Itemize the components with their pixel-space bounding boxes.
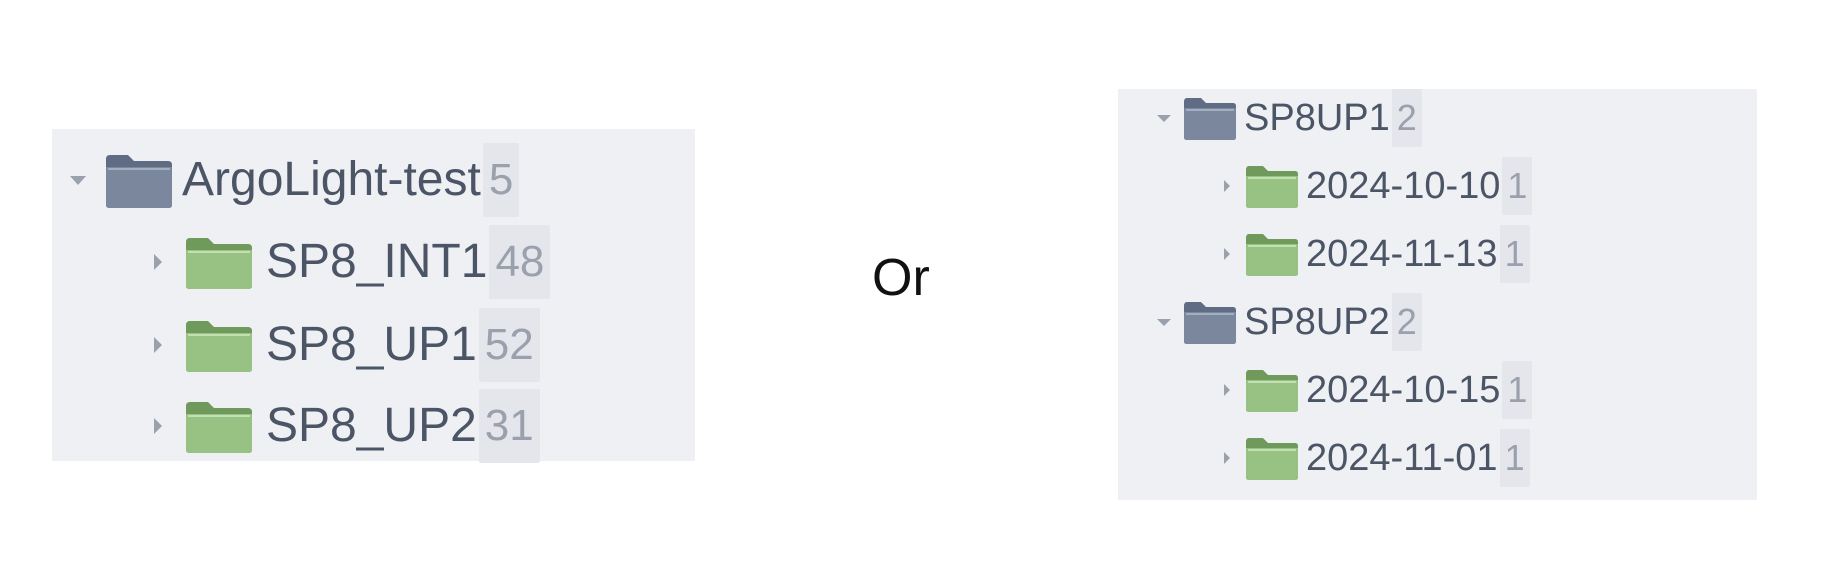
tree-node-group[interactable]: SP8UP1 2 <box>1152 89 1422 147</box>
child-count-badge: 52 <box>478 308 540 382</box>
tree-node-label: SP8_INT1 <box>266 235 488 288</box>
folder-icon <box>1182 299 1238 345</box>
folder-icon <box>1244 435 1300 481</box>
folder-icon <box>1244 367 1300 413</box>
folder-icon <box>1244 231 1300 277</box>
child-count-badge: 1 <box>1499 429 1530 487</box>
tree-node-root[interactable]: ArgoLight-test 5 <box>62 143 520 217</box>
tree-node-child[interactable]: 2024-11-01 1 <box>1220 429 1530 487</box>
tree-node-child[interactable]: 2024-10-10 1 <box>1220 157 1533 215</box>
collapsed-caret-icon[interactable] <box>1220 176 1234 196</box>
tree-node-child[interactable]: 2024-11-13 1 <box>1220 225 1530 283</box>
child-count-badge: 1 <box>1499 225 1530 283</box>
child-count-badge: 5 <box>482 143 520 217</box>
tree-node-label: 2024-11-13 <box>1306 233 1498 275</box>
tree-node-label: 2024-10-10 <box>1306 165 1501 207</box>
child-count-badge: 31 <box>478 389 540 463</box>
child-count-badge: 2 <box>1391 89 1422 147</box>
folder-icon <box>104 151 174 209</box>
tree-node-child[interactable]: 2024-10-15 1 <box>1220 361 1533 419</box>
tree-node-child[interactable]: SP8_UP2 31 <box>150 389 540 463</box>
tree-node-label: SP8_UP1 <box>266 318 477 371</box>
or-separator-text: Or <box>872 249 930 307</box>
folder-icon <box>184 317 254 373</box>
child-count-badge: 1 <box>1502 361 1533 419</box>
tree-node-label: 2024-11-01 <box>1306 437 1498 479</box>
collapsed-caret-icon[interactable] <box>150 250 166 274</box>
tree-node-child[interactable]: SP8_UP1 52 <box>150 308 540 382</box>
folder-icon <box>184 398 254 454</box>
tree-node-child[interactable]: SP8_INT1 48 <box>150 225 551 299</box>
expanded-caret-icon[interactable] <box>1152 110 1176 126</box>
collapsed-caret-icon[interactable] <box>1220 448 1234 468</box>
folder-icon <box>1244 163 1300 209</box>
tree-node-label: 2024-10-15 <box>1306 369 1501 411</box>
folder-icon <box>1182 95 1238 141</box>
collapsed-caret-icon[interactable] <box>150 333 166 357</box>
tree-node-label: SP8_UP2 <box>266 399 477 452</box>
folder-icon <box>184 234 254 290</box>
child-count-badge: 48 <box>489 225 551 299</box>
collapsed-caret-icon[interactable] <box>1220 244 1234 264</box>
tree-node-label: SP8UP2 <box>1244 301 1390 343</box>
expanded-caret-icon[interactable] <box>1152 314 1176 330</box>
collapsed-caret-icon[interactable] <box>1220 380 1234 400</box>
tree-node-label: ArgoLight-test <box>182 153 481 206</box>
tree-node-group[interactable]: SP8UP2 2 <box>1152 293 1422 351</box>
child-count-badge: 2 <box>1391 293 1422 351</box>
right-tree-panel: SP8UP1 2 2024-10-10 1 <box>1118 89 1757 500</box>
left-tree-panel: ArgoLight-test 5 SP8_INT1 48 <box>52 129 695 463</box>
child-count-badge: 1 <box>1502 157 1533 215</box>
expanded-caret-icon[interactable] <box>62 170 96 190</box>
tree-node-label: SP8UP1 <box>1244 97 1390 139</box>
collapsed-caret-icon[interactable] <box>150 414 166 438</box>
